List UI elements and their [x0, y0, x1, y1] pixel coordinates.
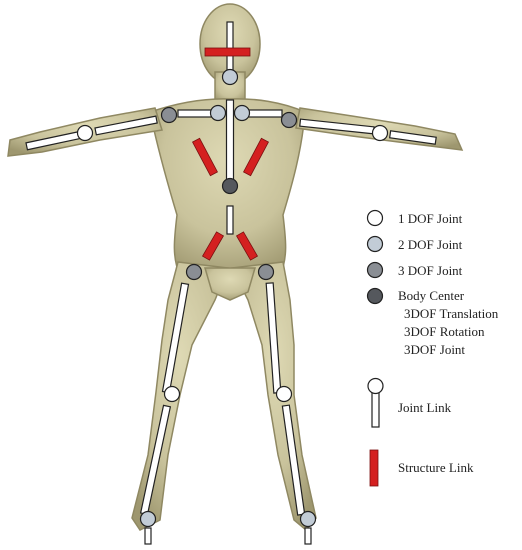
legend-swatch-1dof — [368, 211, 383, 226]
joint-2dof-ankle-left — [141, 512, 156, 527]
joint-link-spine-upper — [227, 100, 234, 185]
joint-3dof-upper-arm-right — [282, 113, 297, 128]
joint-3dof-hip-right — [259, 265, 274, 280]
legend-label-joint-link: Joint Link — [398, 400, 452, 415]
joint-link-foot-right — [305, 528, 311, 544]
legend-swatch-3dof — [368, 263, 383, 278]
legend-item-1dof: 1 DOF Joint — [368, 211, 463, 227]
legend-detail-joint: 3DOF Joint — [404, 342, 465, 357]
joint-2dof-neck — [223, 70, 238, 85]
joint-2dof-shoulder-left — [211, 106, 226, 121]
joint-1dof-elbow-right — [373, 126, 388, 141]
legend-item-joint-link: Joint Link — [368, 379, 452, 428]
joint-3dof-hip-left — [187, 265, 202, 280]
legend-label-2dof: 2 DOF Joint — [398, 237, 463, 252]
joint-link-foot-left — [145, 528, 151, 544]
legend-swatch-joint-link-circle — [368, 379, 383, 394]
legend-label-1dof: 1 DOF Joint — [398, 211, 463, 226]
legend-item-structure-link: Structure Link — [370, 450, 474, 486]
legend-detail-rotation: 3DOF Rotation — [404, 324, 485, 339]
joint-3dof-upper-arm-left — [162, 108, 177, 123]
legend-item-3dof: 3 DOF Joint — [368, 263, 463, 279]
structure-link-head — [205, 48, 250, 56]
legend-swatch-2dof — [368, 237, 383, 252]
joint-1dof-knee-right — [277, 387, 292, 402]
joint-2dof-ankle-right — [301, 512, 316, 527]
joint-2dof-shoulder-right — [235, 106, 250, 121]
legend-label-3dof: 3 DOF Joint — [398, 263, 463, 278]
legend-swatch-structure-link — [370, 450, 378, 486]
joint-link-clavicle-left — [178, 110, 214, 117]
legend-label-structure-link: Structure Link — [398, 460, 474, 475]
legend-label-body-center: Body Center — [398, 288, 465, 303]
legend: 1 DOF Joint 2 DOF Joint 3 DOF Joint Body… — [368, 211, 499, 487]
joint-link-spine-lower — [227, 206, 233, 234]
legend-swatch-body-center — [368, 289, 383, 304]
legend-item-2dof: 2 DOF Joint — [368, 237, 463, 253]
joint-body-center — [223, 179, 238, 194]
legend-item-body-center: Body Center 3DOF Translation 3DOF Rotati… — [368, 288, 499, 357]
legend-detail-translation: 3DOF Translation — [404, 306, 499, 321]
joint-link-clavicle-right — [246, 110, 282, 117]
joint-1dof-knee-left — [165, 387, 180, 402]
joint-1dof-elbow-left — [78, 126, 93, 141]
